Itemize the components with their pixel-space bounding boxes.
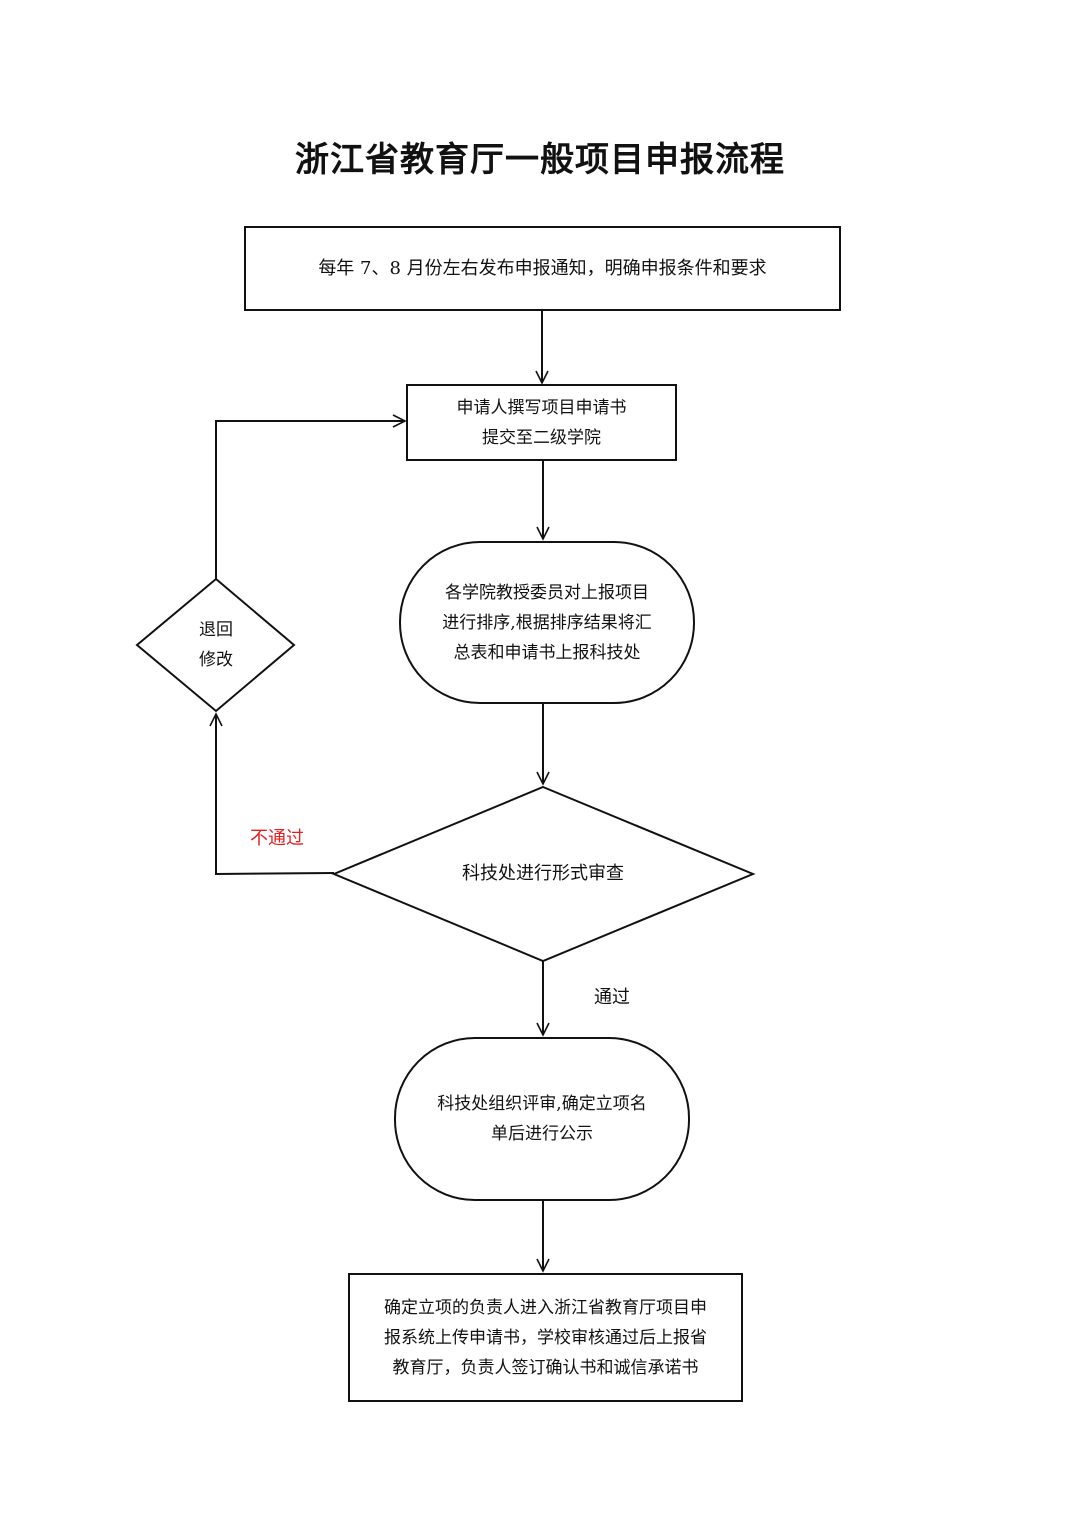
write-box bbox=[406, 384, 677, 461]
evaluate-text: 科技处组织评审,确定立项名 单后进行公示 bbox=[437, 1094, 647, 1144]
final-box bbox=[348, 1273, 743, 1402]
arrow-return-write bbox=[215, 414, 407, 579]
notice-text: 每年 7、8 月份左右发布申报通知，明确申报条件和要求 bbox=[318, 257, 767, 279]
write-text: 申请人撰写项目申请书 提交至二级学院 bbox=[456, 397, 627, 448]
pass-label: 通过 bbox=[594, 987, 630, 1008]
fail-label: 不通过 bbox=[250, 828, 304, 849]
return-text: 退回 修改 bbox=[199, 620, 233, 670]
arrow-fail-return bbox=[209, 712, 335, 876]
committee-text: 各学院教授委员对上报项目 进行排序,根据排序结果将汇 总表和申请书上报科技处 bbox=[442, 582, 652, 663]
final-text: 确定立项的负责人进入浙江省教育厅项目申 报系统上传申请书，学校审核通过后上报省 … bbox=[384, 1297, 707, 1378]
committee-box bbox=[399, 541, 695, 704]
page-title: 浙江省教育厅一般项目申报流程 bbox=[295, 140, 785, 180]
review-text: 科技处进行形式审查 bbox=[462, 863, 624, 884]
return-diamond bbox=[135, 577, 296, 713]
